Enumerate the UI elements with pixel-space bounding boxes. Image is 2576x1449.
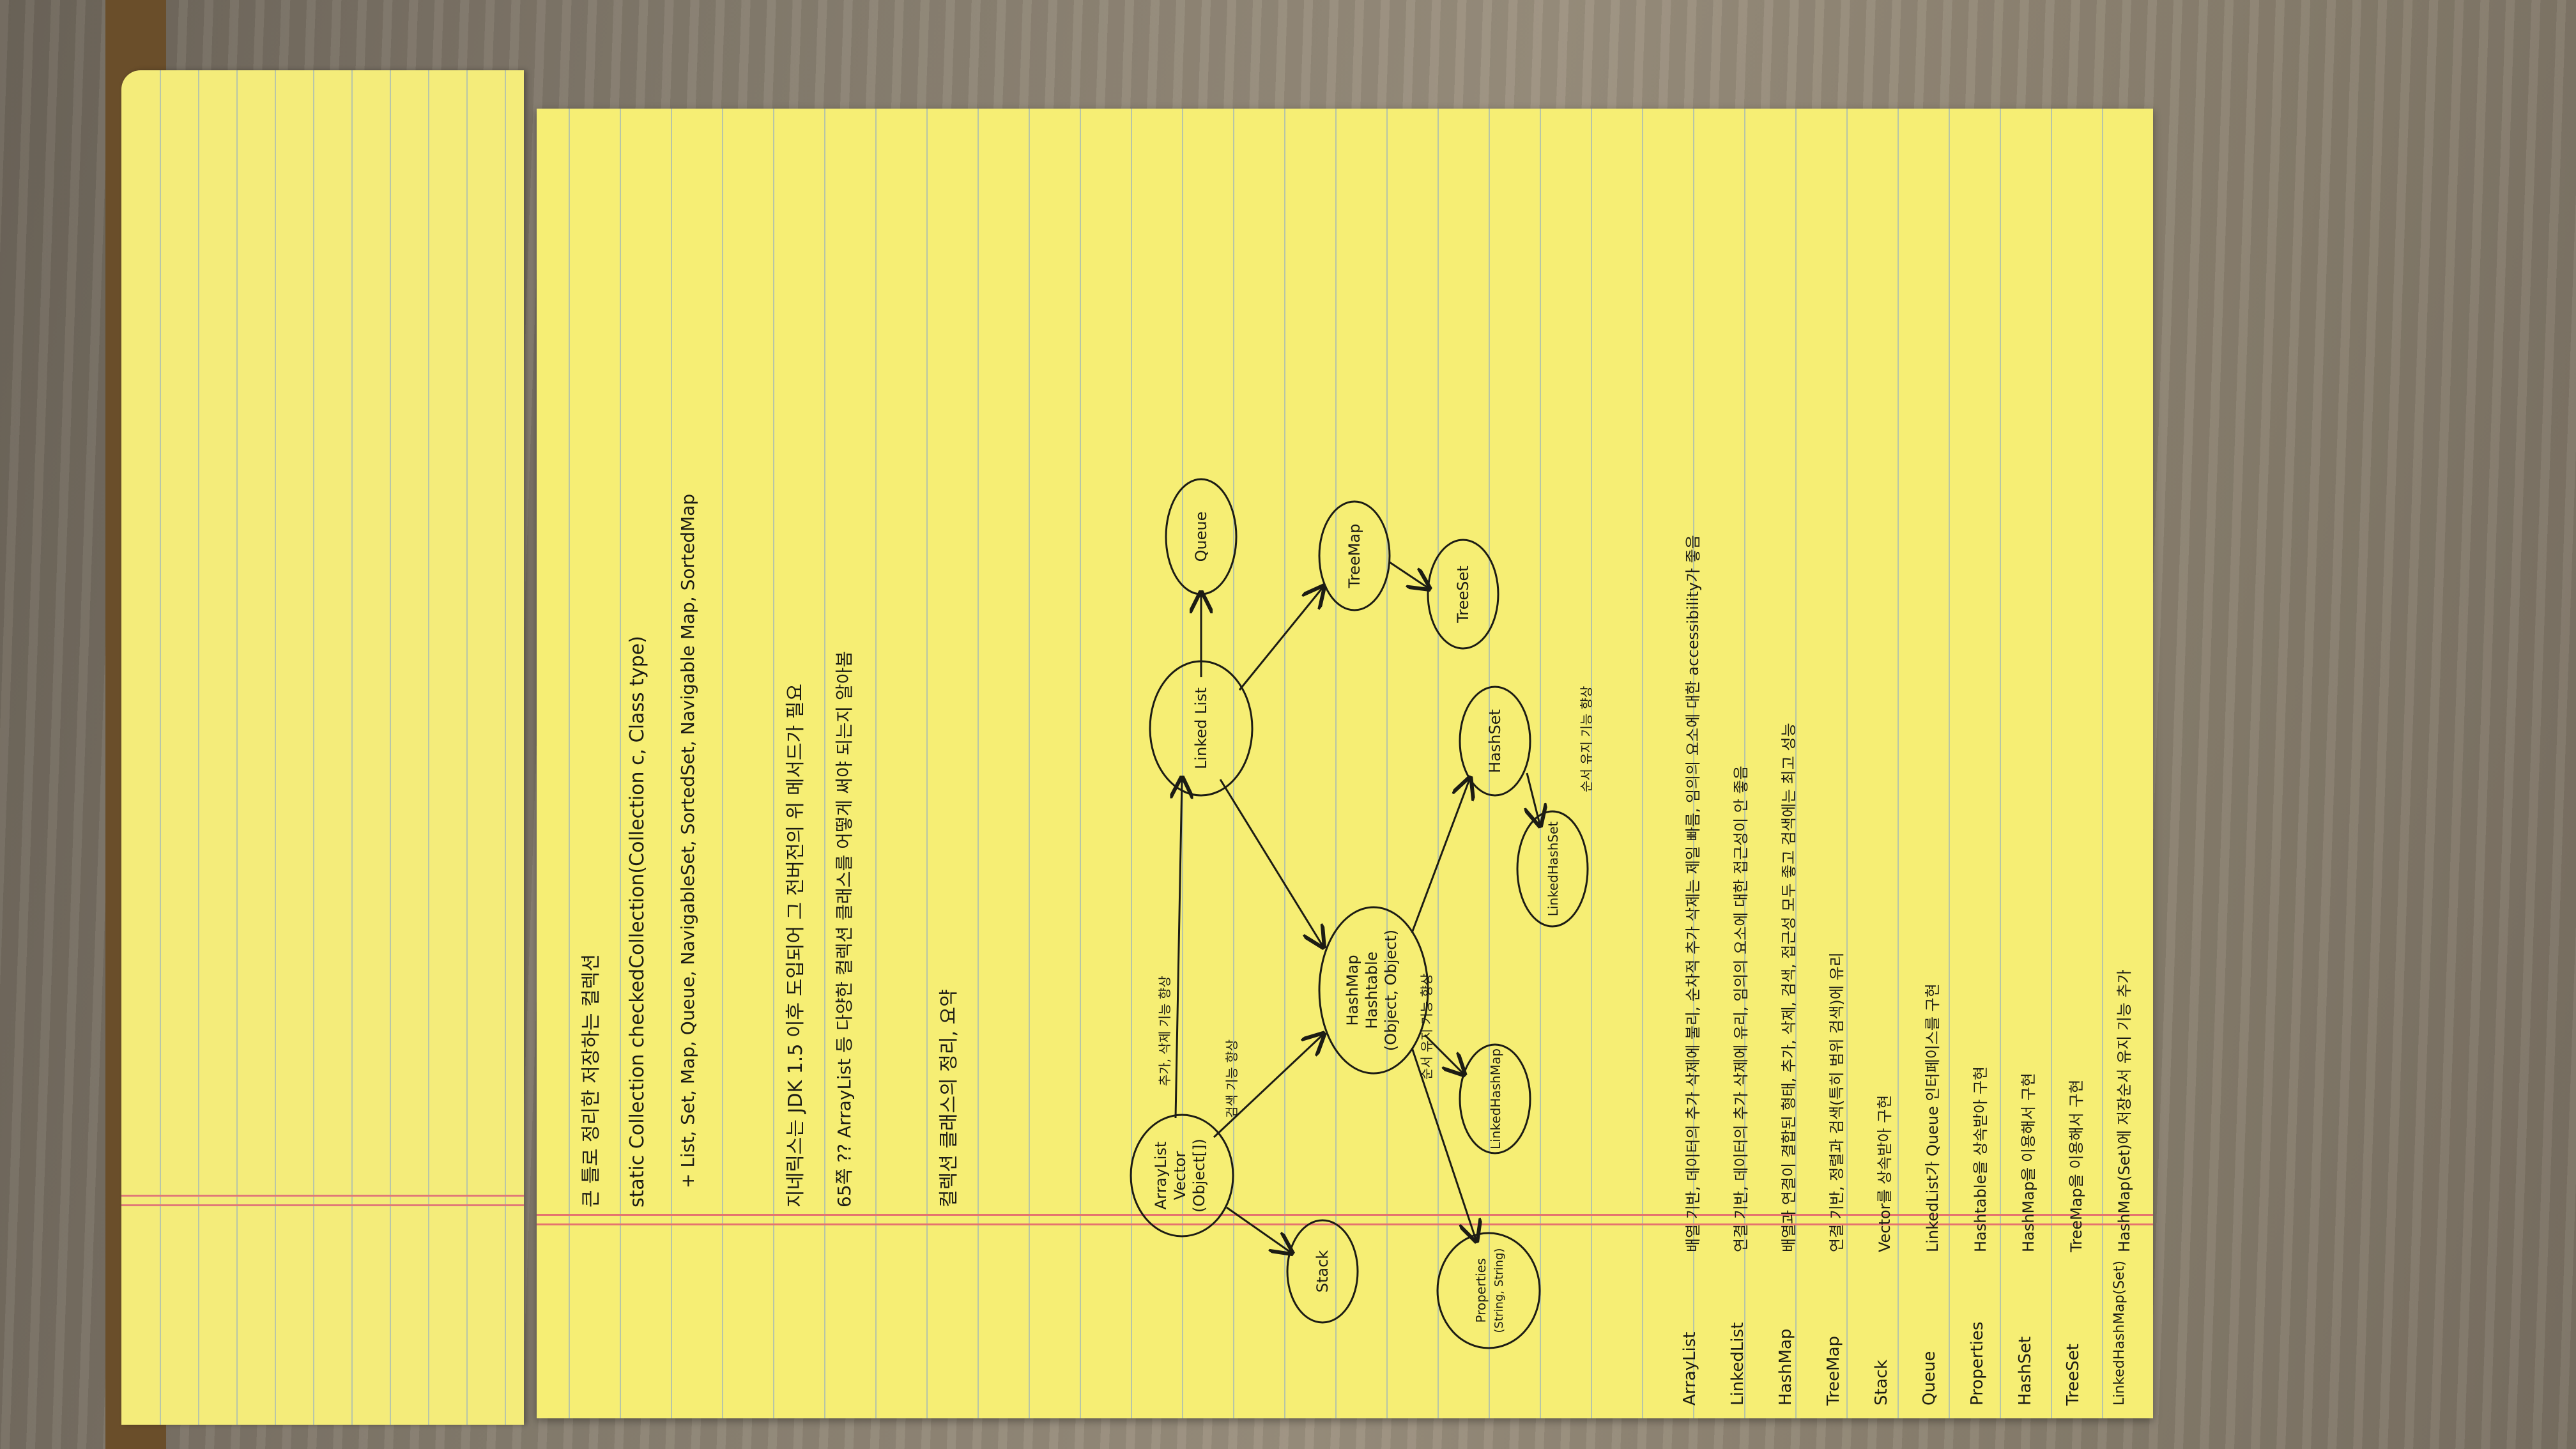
previous-notepad-page [121, 70, 524, 1425]
summary-row-name: TreeSet [2064, 1344, 2083, 1406]
stack-label: Stack [1314, 1250, 1331, 1293]
edge-label-search: 검색 기능 향상 [1224, 1039, 1239, 1118]
arraylist-label: ArrayList [1152, 1142, 1170, 1210]
summary-row-desc: Hashtable을 상속받아 구현 [1972, 1066, 1989, 1252]
arraylist-to-stack-arrow [1226, 1206, 1291, 1252]
arraylist-to-linkedlist-arrow [1176, 779, 1182, 1119]
arraylist-node [1130, 1114, 1234, 1238]
summary-row-name: ArrayList [1680, 1331, 1699, 1406]
object-pair-label: (Object, Object) [1382, 930, 1400, 1051]
treeset-node [1427, 539, 1499, 650]
edge-label-order-set: 순서 유지 기능 향상 [1579, 686, 1594, 792]
hashmap-label: HashMap [1344, 954, 1361, 1025]
summary-row-desc: HashMap을 이용해서 구현 [2020, 1073, 2037, 1252]
collection-hierarchy-diagram: ArrayList Vector (Object[]) Linked List … [1130, 478, 1594, 1349]
queue-label: Queue [1192, 512, 1210, 562]
vector-label: Vector [1171, 1151, 1189, 1200]
summary-row-name: LinkedList [1728, 1322, 1747, 1406]
linkedhashmap-node [1459, 1043, 1531, 1154]
summary-row-desc: 배열과 연결이 결합된 형태, 추가, 삭제, 검색, 접근성 모두 좋고 검색… [1780, 723, 1798, 1252]
hashset-to-linkedhashset-arrow [1527, 772, 1540, 824]
summary-row-name: HashMap [1776, 1328, 1795, 1406]
linkedlist-to-hashmap-arrow [1219, 779, 1322, 946]
summary-row-name: Stack [1872, 1360, 1891, 1406]
treemap-label: TreeMap [1346, 524, 1363, 589]
edge-label-add-delete: 추가, 삭제 기능 향상 [1157, 976, 1172, 1086]
hashmap-to-linkedhashmap-arrow [1423, 1034, 1463, 1073]
hashset-node [1459, 686, 1531, 797]
handwritten-notes: 큰 틀로 정리한 저장하는 컬렉션 static Collection chec… [537, 109, 2153, 1418]
treemap-node [1318, 500, 1391, 611]
edge-label-order-map: 순서 유지 기능 향상 [1419, 974, 1434, 1080]
linkedhashset-node [1516, 810, 1589, 928]
linkedhashmap-label: LinkedHashMap [1488, 1048, 1503, 1149]
hashtable-label: Hashtable [1363, 951, 1381, 1029]
hashset-label: HashSet [1486, 709, 1504, 773]
linkedhashset-label: LinkedHashSet [1545, 822, 1561, 917]
summary-row-name: HashSet [2016, 1336, 2035, 1406]
summary-row-desc: LinkedList가 Queue 인터페이스를 구현 [1924, 983, 1942, 1252]
summary-row-desc: 배열 기반, 데이터의 추가 삭제에 불리, 순차적 추가 삭제는 제일 빠름,… [1684, 535, 1702, 1252]
hashmap-to-properties-arrow [1411, 1047, 1476, 1239]
properties-node [1436, 1232, 1541, 1349]
treemap-to-treeset-arrow [1389, 561, 1428, 588]
summary-row-name: Properties [1968, 1321, 1987, 1406]
summary-row-name: Queue [1920, 1351, 1939, 1406]
summary-row-desc: HashMap(Set)에 저장순서 유지 기능 추가 [2115, 969, 2133, 1252]
arraylist-to-hashmap-arrow [1213, 1035, 1322, 1138]
summary-row-name: LinkedHashMap(Set) [2112, 1261, 2128, 1406]
summary-row-desc: Vector를 상속받아 구현 [1876, 1094, 1894, 1252]
treeset-label: TreeSet [1454, 565, 1472, 623]
summary-row-name: TreeMap [1824, 1335, 1843, 1406]
summary-row-desc: TreeMap을 이용해서 구현 [2067, 1079, 2085, 1252]
object-array-label: (Object[]) [1190, 1138, 1208, 1213]
hashmap-node [1318, 906, 1429, 1075]
stack-node [1286, 1219, 1359, 1324]
yellow-legal-pad-page: 큰 틀로 정리한 저장하는 컬렉션 static Collection chec… [537, 109, 2153, 1418]
hashmap-to-hashset-arrow [1411, 779, 1469, 933]
summary-row-desc: 연결 기반, 데이터의 추가 삭제에 유리, 임의의 요소에 대한 접근성이 안… [1732, 765, 1750, 1252]
linkedlist-to-treemap-arrow [1238, 588, 1322, 691]
linkedlist-label: Linked List [1192, 687, 1210, 769]
string-pair-label: (String, String) [1492, 1248, 1506, 1333]
summary-row-desc: 연결 기반, 정렬과 검색(특히 범위 검색)에 유리 [1828, 952, 1846, 1252]
properties-label: Properties [1473, 1258, 1489, 1322]
